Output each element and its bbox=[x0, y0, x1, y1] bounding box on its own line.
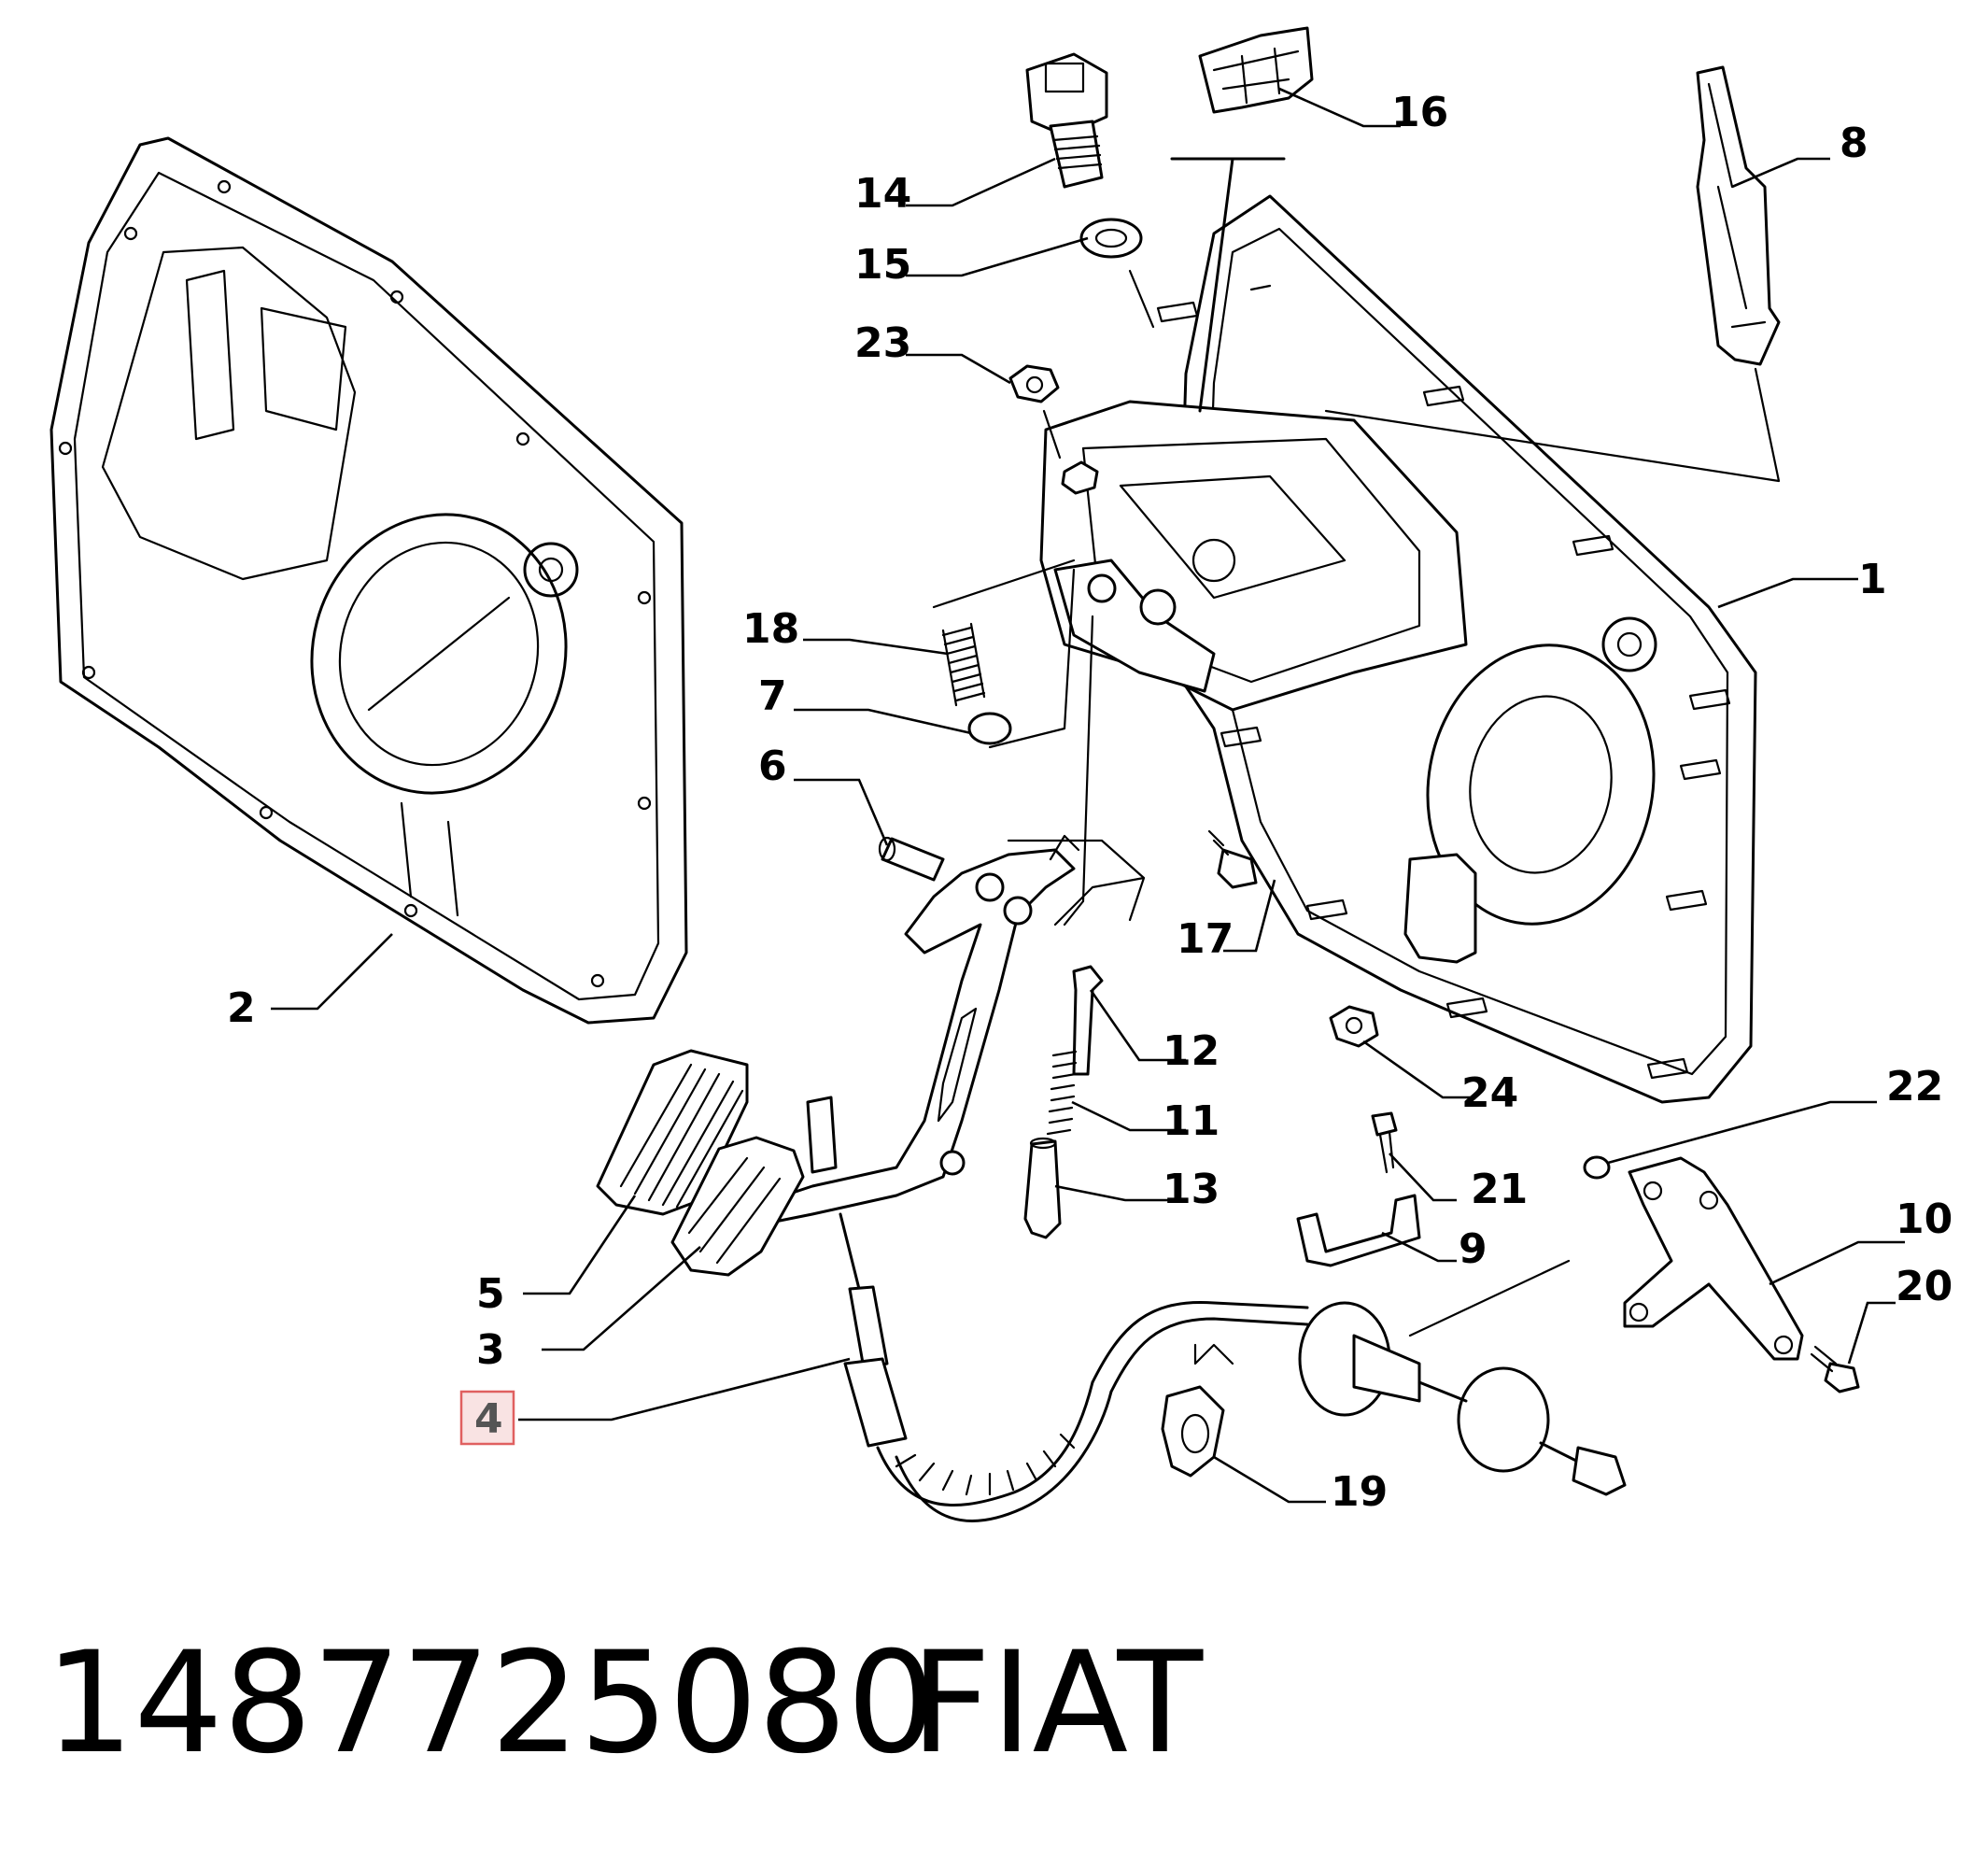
part-16-clip bbox=[1170, 26, 1314, 413]
callout-11: 11 bbox=[1163, 1097, 1220, 1145]
callout-labels: 1 2 3 4 5 6 7 8 9 10 11 12 13 14 15 16 1… bbox=[227, 89, 1953, 1516]
callout-8: 8 bbox=[1840, 120, 1868, 167]
callout-4: 4 bbox=[474, 1395, 503, 1443]
part-9-small-bracket bbox=[1296, 1194, 1421, 1267]
callout-20: 20 bbox=[1896, 1263, 1953, 1310]
part-2-bulkhead-plate bbox=[49, 136, 688, 1025]
part-4-clutch-cable bbox=[806, 1096, 1627, 1522]
callout-18: 18 bbox=[742, 605, 799, 653]
part-11-spring bbox=[1046, 1050, 1078, 1136]
part-12-rod bbox=[1072, 965, 1104, 1076]
callout-17: 17 bbox=[1177, 915, 1234, 963]
callout-14: 14 bbox=[854, 170, 911, 218]
part-17-bolt bbox=[1207, 829, 1258, 889]
callout-19: 19 bbox=[1331, 1468, 1388, 1516]
callout-23: 23 bbox=[854, 319, 911, 367]
part-7-cap bbox=[932, 559, 1076, 749]
callout-7: 7 bbox=[758, 672, 787, 720]
callout-5: 5 bbox=[476, 1270, 505, 1318]
part-1-main-bracket bbox=[1039, 194, 1757, 1104]
part-22-washer bbox=[1583, 1155, 1611, 1180]
part-21-bolt bbox=[1371, 1111, 1398, 1174]
callout-21: 21 bbox=[1471, 1166, 1528, 1213]
part-23-nut bbox=[1008, 364, 1099, 495]
brand-caption: FIAT bbox=[910, 1622, 1204, 1785]
part-8-long-bracket bbox=[1324, 65, 1781, 483]
part-3-pedal-pad bbox=[670, 1136, 805, 1277]
callout-22: 22 bbox=[1886, 1063, 1943, 1110]
callout-24: 24 bbox=[1461, 1069, 1518, 1117]
part-6-pin bbox=[878, 836, 945, 882]
callout-9: 9 bbox=[1459, 1225, 1487, 1273]
callout-16: 16 bbox=[1391, 89, 1448, 136]
part-20-bolt bbox=[1810, 1345, 1860, 1393]
callout-10: 10 bbox=[1896, 1195, 1953, 1243]
callout-13: 13 bbox=[1163, 1166, 1220, 1213]
callout-2: 2 bbox=[227, 984, 256, 1032]
part-24-nut bbox=[1329, 1005, 1379, 1048]
callout-3: 3 bbox=[476, 1326, 505, 1374]
part-10-support-bracket bbox=[1623, 1156, 1804, 1361]
part-18-spring bbox=[941, 622, 986, 707]
part-14-switch bbox=[1025, 52, 1108, 189]
callout-6: 6 bbox=[758, 743, 787, 790]
callout-1: 1 bbox=[1858, 556, 1887, 603]
part-19-clip bbox=[1161, 1385, 1225, 1478]
part-15-grommet bbox=[1079, 218, 1155, 329]
pedal-lever-arm bbox=[754, 615, 1146, 1225]
callout-15: 15 bbox=[854, 241, 911, 289]
callout-12: 12 bbox=[1163, 1027, 1220, 1075]
highlight-box-4 bbox=[459, 1390, 515, 1446]
part-13-sleeve bbox=[1023, 1137, 1062, 1239]
part-number-caption: 1487725080 bbox=[45, 1622, 936, 1785]
leader-lines bbox=[271, 87, 1905, 1504]
